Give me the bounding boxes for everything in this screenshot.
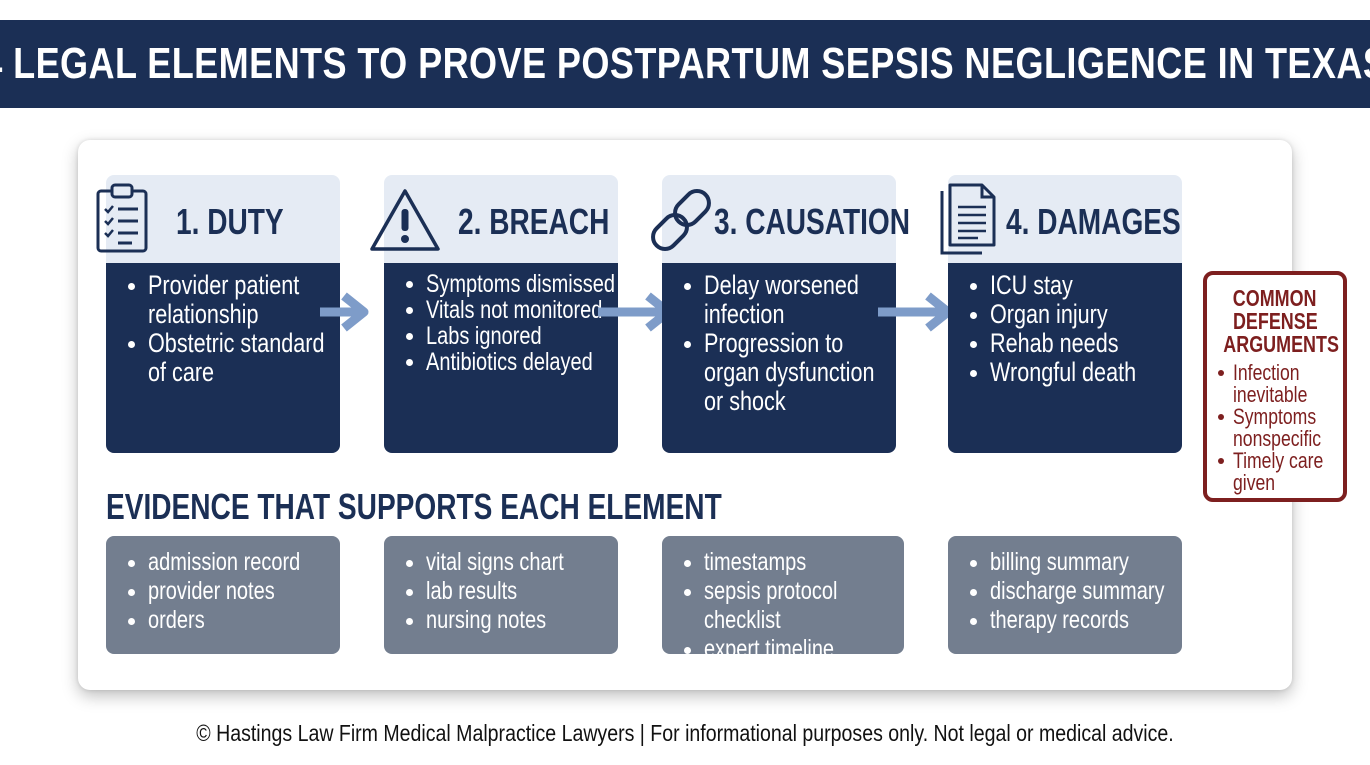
element-card-header: 1. DUTY	[96, 175, 340, 263]
list-item: Progression to organ dysfunction or shoc…	[680, 329, 896, 416]
element-card-body: Symptoms dismissed Vitals not monitored …	[384, 263, 618, 453]
list-item: lab results	[402, 577, 618, 606]
element-card-header: 3. CAUSATION	[651, 175, 910, 263]
arrow-right-icon	[320, 292, 369, 332]
list-item: Delay worsened infection	[680, 271, 896, 329]
list-item: sepsis protocol checklist	[680, 577, 904, 635]
evidence-card-breach: vital signs chart lab results nursing no…	[384, 536, 618, 654]
page-title: 4 LEGAL ELEMENTS TO PROVE POSTPARTUM SEP…	[0, 39, 1370, 88]
list-item: billing summary	[966, 548, 1182, 577]
list-item: Symptoms dismissed	[402, 271, 618, 297]
defense-title: COMMON DEFENSE ARGUMENTS	[1223, 285, 1339, 357]
list-item: Provider patient relationship	[124, 271, 340, 329]
evidence-card-damages: billing summary discharge summary therap…	[948, 536, 1182, 654]
element-card-header: 2. BREACH	[370, 175, 618, 263]
list-item: Vitals not monitored	[402, 297, 618, 323]
list-item: timestamps	[680, 548, 904, 577]
element-card-body: ICU stay Organ injury Rehab needs Wrongf…	[948, 263, 1182, 453]
element-title: 2. BREACH	[458, 201, 610, 242]
title-banner: 4 LEGAL ELEMENTS TO PROVE POSTPARTUM SEP…	[0, 20, 1370, 108]
evidence-card-causation: timestamps sepsis protocol checklist exp…	[662, 536, 904, 663]
clipboard-checklist-icon	[96, 183, 148, 253]
element-card-duty: 1. DUTY Provider patient relationship Ob…	[96, 175, 340, 453]
element-card-breach: 2. BREACH Symptoms dismissed Vitals not …	[370, 175, 618, 453]
list-item: Wrongful death	[966, 358, 1182, 387]
document-stack-icon	[940, 183, 996, 255]
list-item: Timely care given	[1215, 450, 1343, 494]
list-item: discharge summary	[966, 577, 1182, 606]
list-item: provider notes	[124, 577, 340, 606]
element-title: 3. CAUSATION	[714, 201, 911, 242]
footer-disclaimer: © Hastings Law Firm Medical Malpractice …	[196, 720, 1174, 746]
list-item: expert timeline	[680, 635, 904, 664]
element-card-damages: 4. DAMAGES ICU stay Organ injury Rehab n…	[940, 175, 1182, 453]
element-card-causation: 3. CAUSATION Delay worsened infection Pr…	[651, 175, 910, 453]
list-item: Antibiotics delayed	[402, 349, 618, 375]
list-item: ICU stay	[966, 271, 1182, 300]
list-item: therapy records	[966, 606, 1182, 635]
element-card-body: Provider patient relationship Obstetric …	[106, 263, 340, 453]
list-item: Organ injury	[966, 300, 1182, 329]
warning-triangle-icon	[370, 189, 440, 251]
defense-arguments-box: COMMON DEFENSE ARGUMENTS Infection inevi…	[1203, 271, 1347, 502]
list-item: Symptoms nonspecific	[1215, 406, 1343, 450]
list-item: Obstetric standard of care	[124, 329, 340, 387]
chain-link-icon	[651, 189, 711, 251]
list-item: Rehab needs	[966, 329, 1182, 358]
list-item: Infection inevitable	[1215, 362, 1343, 406]
list-item: admission record	[124, 548, 340, 577]
list-item: Labs ignored	[402, 323, 618, 349]
evidence-heading: EVIDENCE THAT SUPPORTS EACH ELEMENT	[106, 486, 722, 527]
evidence-card-duty: admission record provider notes orders	[106, 536, 340, 654]
list-item: vital signs chart	[402, 548, 618, 577]
list-item: orders	[124, 606, 340, 635]
arrow-right-icon	[878, 292, 953, 332]
list-item: nursing notes	[402, 606, 618, 635]
element-title: 4. DAMAGES	[1006, 201, 1181, 242]
element-card-body: Delay worsened infection Progression to …	[662, 263, 896, 453]
element-title: 1. DUTY	[176, 201, 284, 242]
element-card-header: 4. DAMAGES	[940, 175, 1182, 263]
